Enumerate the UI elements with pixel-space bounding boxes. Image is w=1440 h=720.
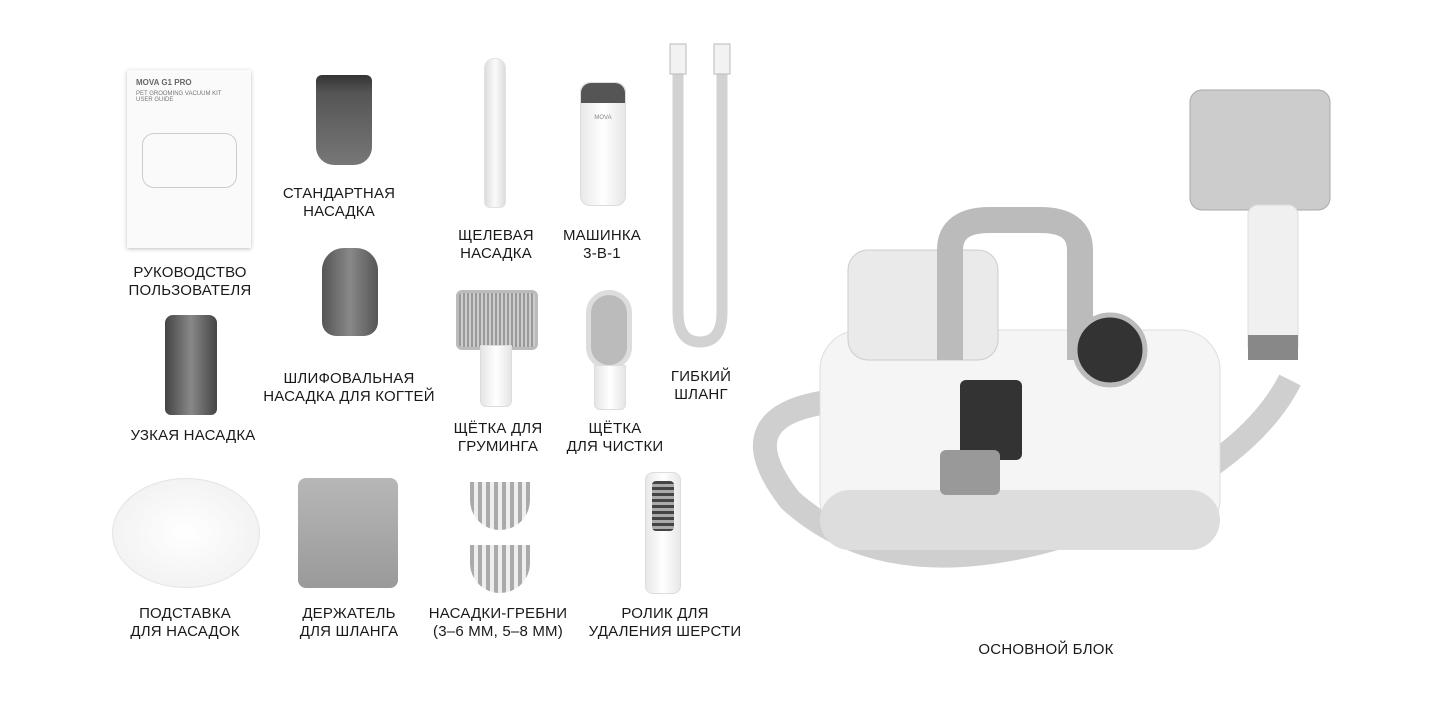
clipper-3-in-1-image: MOVA	[580, 82, 626, 206]
grooming-brush-handle	[480, 345, 512, 407]
grinding-attachment-image	[322, 248, 378, 336]
crevice-attachment-image	[484, 58, 506, 208]
main-unit-image	[753, 89, 1331, 568]
cleaning-brush-image	[586, 290, 632, 370]
label-main-unit: ОСНОВНОЙ БЛОК	[978, 641, 1114, 658]
grooming-brush-image	[456, 290, 538, 350]
label-combs: НАСАДКИ-ГРЕБНИ(3–6 ММ, 5–8 ММ)	[428, 605, 568, 640]
flexible-hose-image	[669, 43, 731, 348]
hair-removal-roller-image	[645, 472, 681, 594]
comb-3-6mm-image	[470, 482, 530, 530]
narrow-attachment-image	[165, 315, 217, 415]
comb-5-8mm-image	[470, 545, 530, 593]
hose-holder-image	[298, 478, 398, 588]
cleaning-brush-handle	[594, 365, 626, 410]
standard-attachment-image	[316, 75, 372, 165]
attachment-stand-image	[112, 478, 260, 588]
manual-illustration	[141, 133, 237, 188]
user-manual-image: MOVA G1 PRO PET GROOMING VACUUM KIT USER…	[127, 70, 251, 248]
label-narrow-attachment: УЗКАЯ НАСАДКА	[130, 427, 256, 444]
